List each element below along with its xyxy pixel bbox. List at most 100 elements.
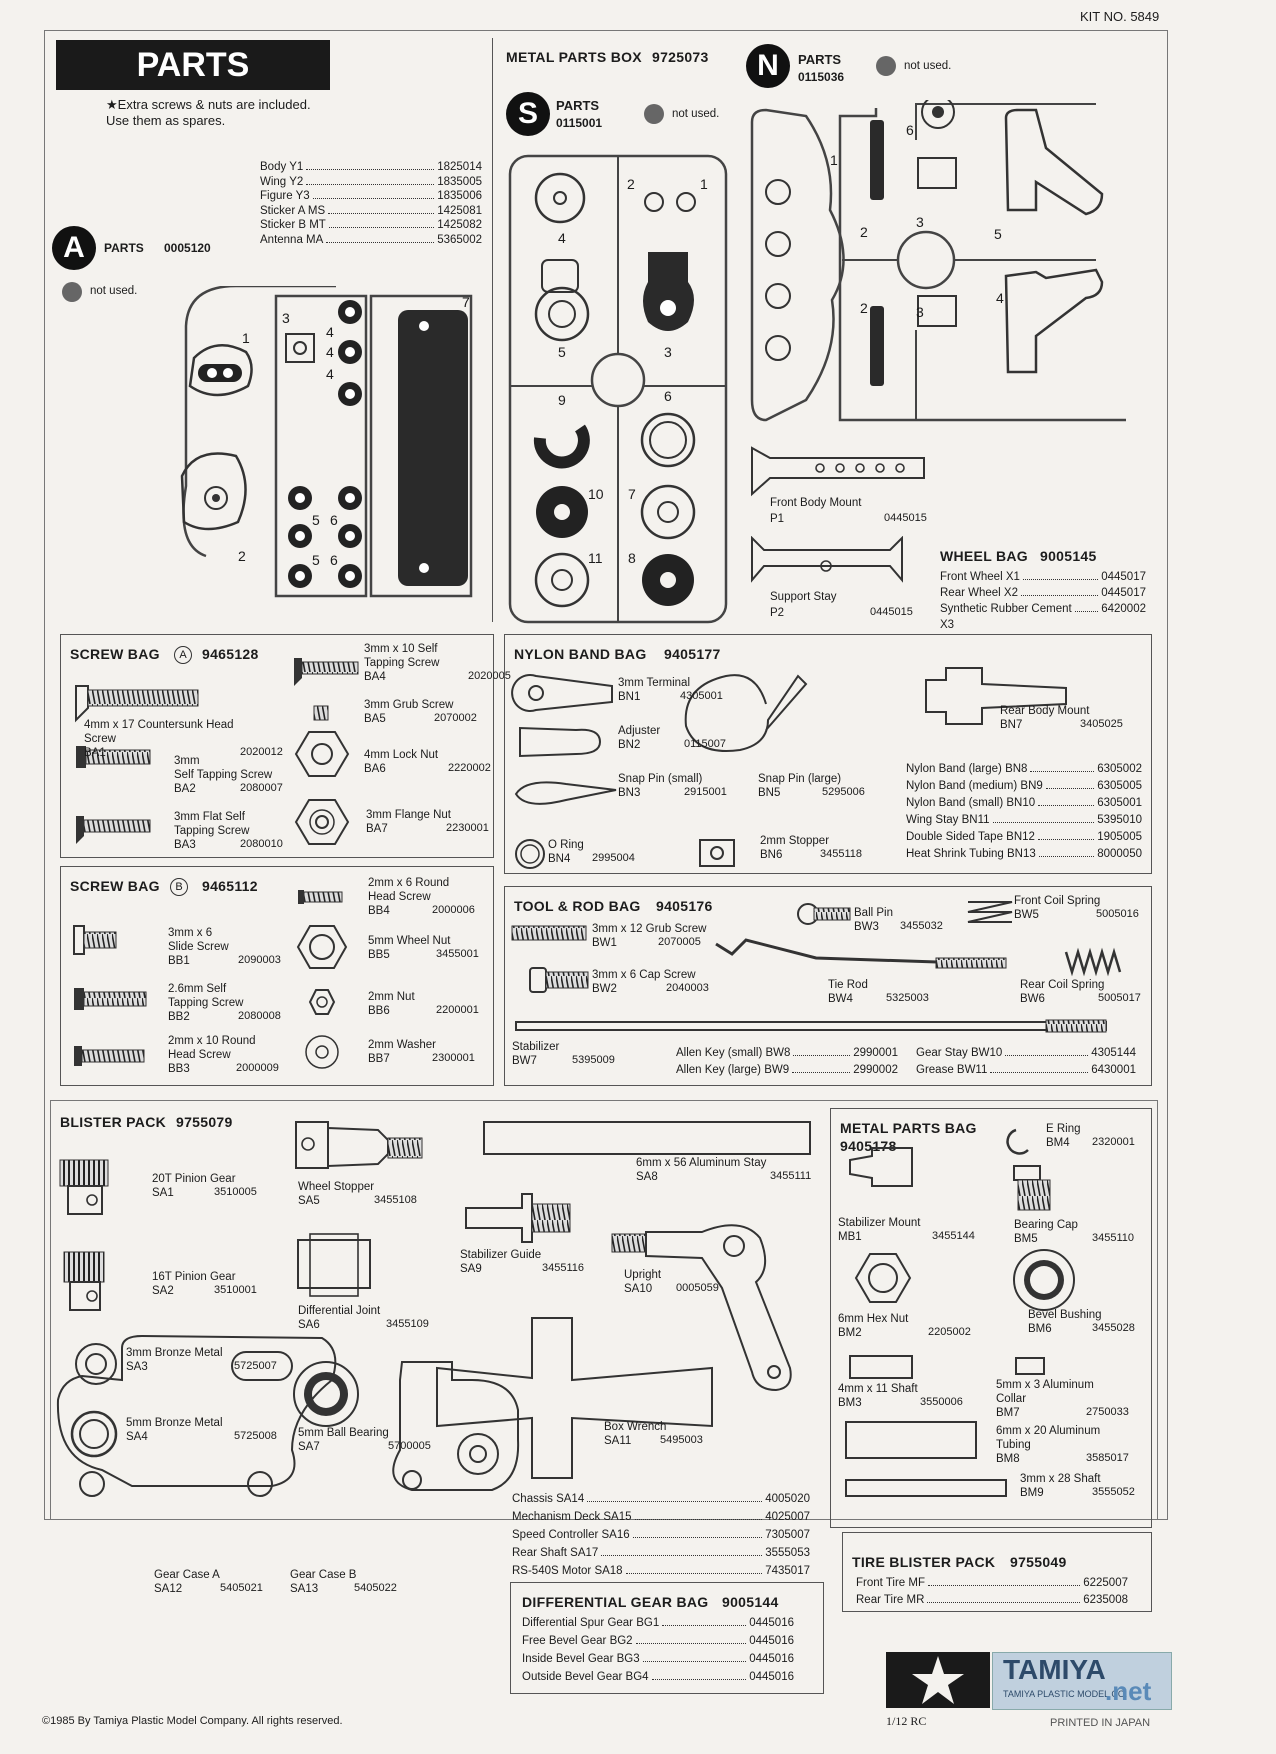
nylon-bag-item-number: 5295006 — [822, 786, 865, 798]
blister-pack-item-name: Box Wrench — [604, 1421, 667, 1433]
screw-bag-b-item-code: BB4 — [368, 905, 390, 917]
front-body-mount-drawing — [751, 446, 925, 497]
diff-bag-frame — [510, 1582, 824, 1694]
leader-dots — [1005, 1046, 1089, 1056]
tree-s-part-3: 3 — [664, 344, 672, 360]
screw-bag-a-item-name: 3mm x 10 Self — [364, 643, 438, 655]
tree-n-part-5: 5 — [994, 226, 1002, 242]
support-stay-number: 0445015 — [870, 606, 913, 618]
nylon-bag-item-code: BN2 — [618, 739, 641, 751]
tool-bag-item-code: BW6 — [1020, 993, 1045, 1005]
screw-bag-a-item-name2: Self Tapping Screw — [174, 769, 273, 781]
blister-pack-row-name: RS-540S Motor SA18 — [512, 1565, 623, 1577]
not-used-label: not used. — [904, 60, 952, 72]
tool-bag-item-code: BW3 — [854, 921, 879, 933]
blister-pack-item-name: Gear Case B — [290, 1569, 357, 1581]
tree-a-part-6b: 6 — [330, 552, 338, 568]
screw-bag-b-item-code: BB5 — [368, 949, 390, 961]
leader-dots — [1038, 847, 1095, 857]
tree-n-part-3a: 3 — [916, 214, 924, 230]
screw-bag-a-item-number: 2020012 — [240, 746, 283, 758]
tree-n-part-2a: 2 — [860, 224, 868, 240]
leader-dots — [1074, 602, 1099, 612]
leader-dots — [1022, 570, 1099, 580]
tool-bag-frame — [504, 886, 1152, 1086]
tool-bag-item-code: BW7 — [512, 1055, 537, 1067]
leader-dots — [587, 1492, 763, 1502]
screw-bag-a-item-code: BA1 — [84, 747, 106, 759]
tree-a-badge: A — [52, 226, 96, 270]
screw-bag-a-item-name: 3mm Flat Self — [174, 811, 245, 823]
nylon-bag-item-number: 4305001 — [680, 690, 723, 702]
nylon-bag-item-name: Rear Body Mount — [1000, 705, 1090, 717]
screw-bag-b-item-name: 2mm Nut — [368, 991, 415, 1003]
leader-dots — [642, 1652, 747, 1662]
tool-bag-row-name: Allen Key (large) BW9 — [676, 1064, 790, 1076]
leader-dots — [632, 1528, 763, 1538]
screw-bag-a-item-name: 4mm Lock Nut — [364, 749, 439, 761]
blister-pack-row-name: Rear Shaft SA17 — [512, 1547, 599, 1559]
body-part-row-name: Figure Y3 — [260, 190, 310, 202]
metal-bag-item-code: BM3 — [838, 1397, 862, 1409]
nylon-bag-row-name: Heat Shrink Tubing BN13 — [906, 848, 1036, 860]
metal-bag-item-name2: Tubing — [996, 1439, 1031, 1451]
not-used-label: not used. — [90, 285, 138, 297]
screw-bag-a-frame — [60, 634, 494, 858]
nylon-bag-row-name: Double Sided Tape BN12 — [906, 831, 1035, 843]
screw-bag-b-item-name: 5mm Wheel Nut — [368, 935, 451, 947]
tree-s-number: 0115001 — [556, 116, 603, 130]
screw-bag-a-item-number: 2070002 — [434, 712, 477, 724]
nylon-bag-item-code: BN5 — [758, 787, 781, 799]
nylon-bag-row-number: 8000050 — [1097, 848, 1142, 860]
tire-pack-row-name: Rear Tire MR — [856, 1594, 925, 1606]
metal-bag-item-name: Bearing Cap — [1014, 1219, 1078, 1231]
blister-pack-item-code: SA1 — [152, 1187, 174, 1199]
wheel-bag-extra: X3 — [940, 619, 955, 631]
wheel-bag-row-number: 6420002 — [1101, 603, 1146, 615]
screw-bag-b-item-name: 2mm x 6 Round — [368, 877, 450, 889]
metal-bag-number: 9405178 — [840, 1138, 897, 1154]
screw-bag-a-item-name: 3mm Flange Nut — [366, 809, 452, 821]
diff-bag-row-number: 0445016 — [749, 1617, 794, 1629]
tree-s-part-1: 1 — [700, 176, 708, 192]
screw-bag-a-item-number: 2220002 — [448, 762, 491, 774]
leader-dots — [1038, 796, 1095, 806]
screw-bag-a-item-code: BA4 — [364, 671, 386, 683]
front-body-mount-name: Front Body Mount — [770, 497, 862, 509]
tool-bag-row-name: Allen Key (small) BW8 — [676, 1047, 791, 1059]
tool-bag-row-name: Grease BW11 — [916, 1064, 988, 1076]
blister-pack-item-code: SA9 — [460, 1263, 482, 1275]
leader-dots — [662, 1616, 747, 1626]
leader-dots — [306, 175, 435, 185]
nylon-bag-number: 9405177 — [664, 646, 721, 662]
screw-bag-b-letter-circle: B — [170, 878, 188, 896]
leader-dots — [635, 1634, 747, 1644]
nylon-bag-row: Double Sided Tape BN12 1905005 — [906, 830, 1142, 844]
nylon-bag-item-number: 3405025 — [1080, 718, 1123, 730]
blister-pack-item-code: SA8 — [636, 1171, 658, 1183]
blister-pack-item-name: 5mm Ball Bearing — [298, 1427, 389, 1439]
blister-pack-number: 9755079 — [176, 1114, 233, 1130]
not-used-label: not used. — [672, 108, 720, 120]
diff-bag-row-name: Outside Bevel Gear BG4 — [522, 1671, 649, 1683]
screw-bag-b-item-name: 3mm x 6 — [168, 927, 213, 939]
nylon-bag-row-number: 1905005 — [1097, 831, 1142, 843]
blister-pack-row-number: 7435017 — [765, 1565, 810, 1577]
leader-dots — [1045, 779, 1095, 789]
metal-bag-item-name: E Ring — [1046, 1123, 1081, 1135]
blister-pack-item-code: SA13 — [290, 1583, 319, 1595]
tire-pack-row-number: 6225007 — [1083, 1577, 1128, 1589]
tool-bag-item-code: BW2 — [592, 983, 617, 995]
metal-bag-item-number: 3555052 — [1092, 1486, 1135, 1498]
blister-pack-item-name: Gear Case A — [154, 1569, 220, 1581]
screw-bag-a-item-name2: Tapping Screw — [174, 825, 250, 837]
screw-bag-a-item-code: BA3 — [174, 839, 196, 851]
tire-pack-row-number: 6235008 — [1083, 1594, 1128, 1606]
